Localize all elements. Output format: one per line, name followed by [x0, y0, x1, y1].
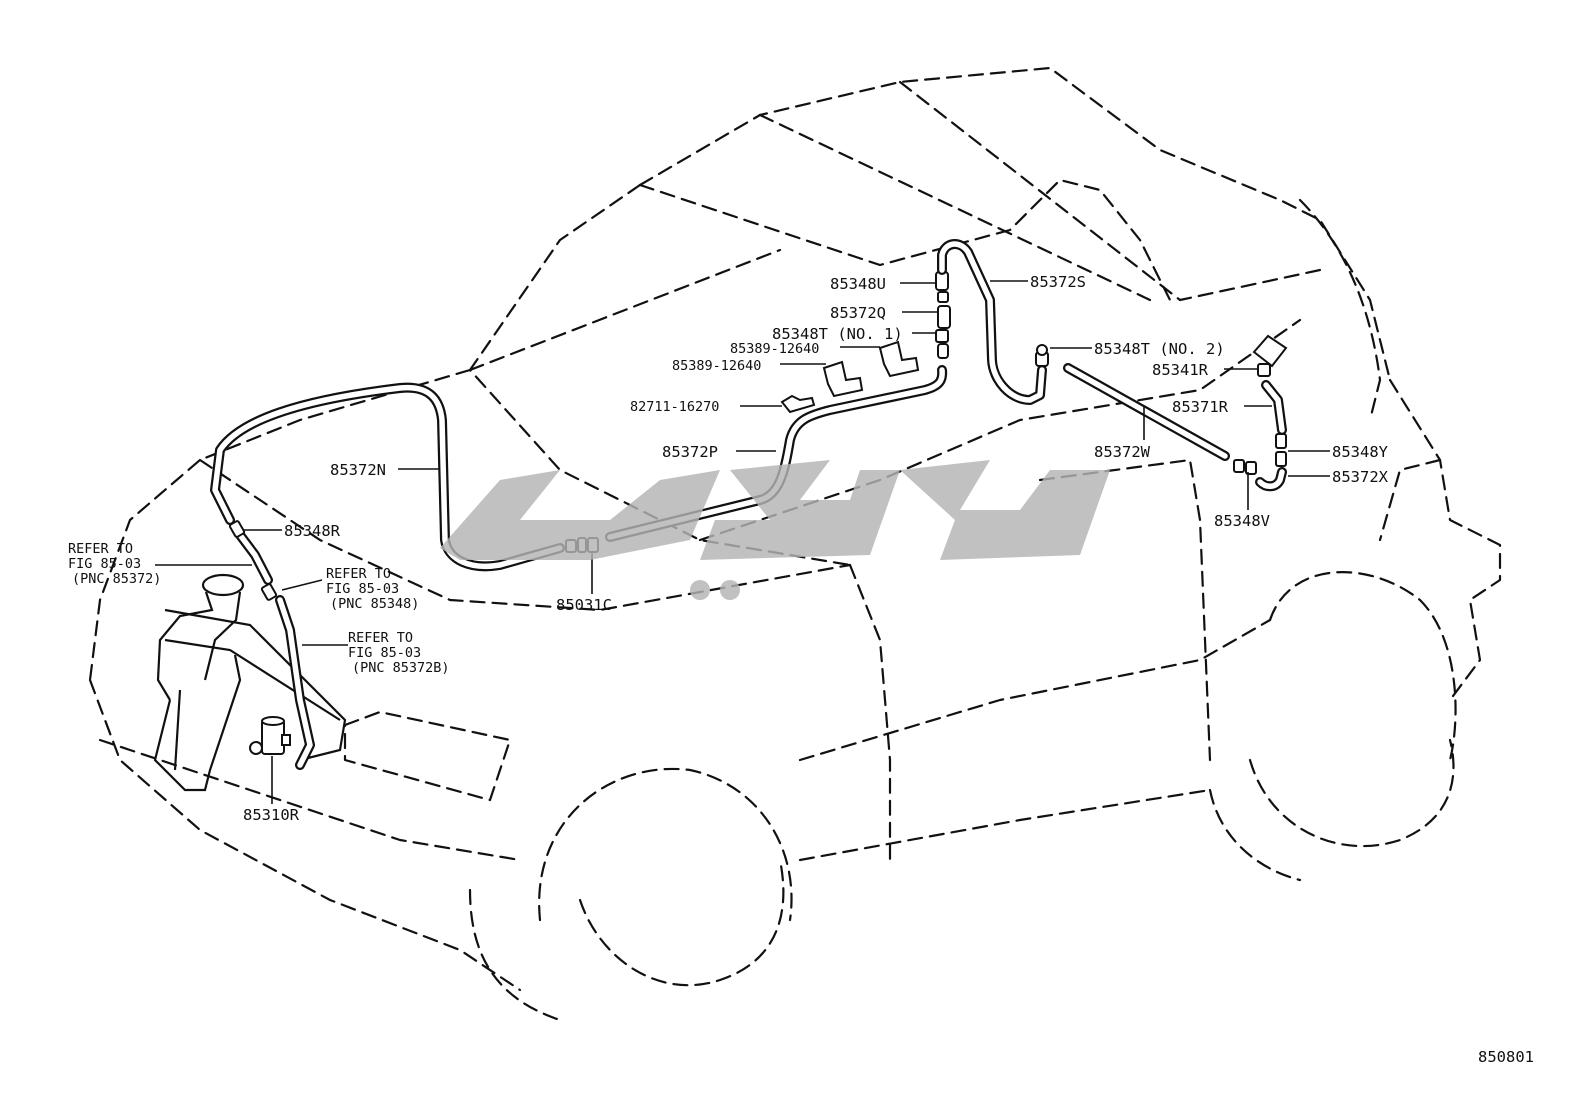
label-85372P: 85372P — [662, 443, 718, 461]
ref1-line2: FIG 85-03 — [68, 556, 141, 572]
label-82711-16270: 82711-16270 — [630, 399, 719, 415]
label-85348R: 85348R — [284, 522, 341, 540]
label-85371R: 85371R — [1172, 398, 1229, 416]
label-85389-12640-b: 85389-12640 — [672, 358, 761, 374]
label-85348V: 85348V — [1214, 512, 1270, 530]
ref2-line2: FIG 85-03 — [326, 581, 399, 597]
hose-85372W — [1063, 363, 1257, 475]
label-85348T-no1: 85348T (NO. 1) — [772, 325, 903, 343]
label-85389-12640-a: 85389-12640 — [730, 341, 819, 357]
ref3-line1: REFER TO — [348, 630, 413, 646]
part-labels: 85348U 85372Q 85348T (NO. 1) 85389-12640… — [243, 273, 1389, 824]
hose-85372N — [210, 382, 565, 572]
label-85372Q: 85372Q — [830, 304, 886, 322]
watermark-logo — [440, 460, 1110, 600]
ref3-line2: FIG 85-03 — [348, 645, 421, 661]
ref1-line3: (PNC 85372) — [72, 571, 161, 587]
cowl-connectors — [935, 271, 951, 359]
reference-note-1: REFER TO FIG 85-03 (PNC 85372) — [68, 541, 161, 587]
label-85348U: 85348U — [830, 275, 886, 293]
ref2-line3: (PNC 85348) — [330, 596, 419, 612]
label-85348T-no2: 85348T (NO. 2) — [1094, 340, 1225, 358]
vehicle-outline — [88, 66, 1502, 1022]
reference-note-3: REFER TO FIG 85-03 (PNC 85372B) — [348, 630, 450, 676]
label-85348Y: 85348Y — [1332, 443, 1389, 461]
ref3-line3: (PNC 85372B) — [352, 660, 450, 676]
label-85031C: 85031C — [556, 596, 612, 614]
label-85372N: 85372N — [330, 461, 386, 479]
leader-lines — [155, 280, 1330, 804]
hose-front-riser — [228, 520, 315, 770]
washer-pump — [249, 716, 291, 755]
ref1-line1: REFER TO — [68, 541, 133, 557]
label-85310R: 85310R — [243, 806, 300, 824]
label-85341R: 85341R — [1152, 361, 1209, 379]
figure-number: 850801 — [1478, 1048, 1534, 1066]
washer-tank — [153, 573, 347, 792]
rear-nozzle-assembly — [1252, 334, 1288, 492]
reference-note-2: REFER TO FIG 85-03 (PNC 85348) — [326, 566, 419, 612]
label-85372S: 85372S — [1030, 273, 1086, 291]
hose-85372S — [937, 239, 1049, 405]
label-85372W: 85372W — [1094, 443, 1151, 461]
clamps — [780, 340, 920, 414]
label-85372X: 85372X — [1332, 468, 1389, 486]
ref2-line1: REFER TO — [326, 566, 391, 582]
